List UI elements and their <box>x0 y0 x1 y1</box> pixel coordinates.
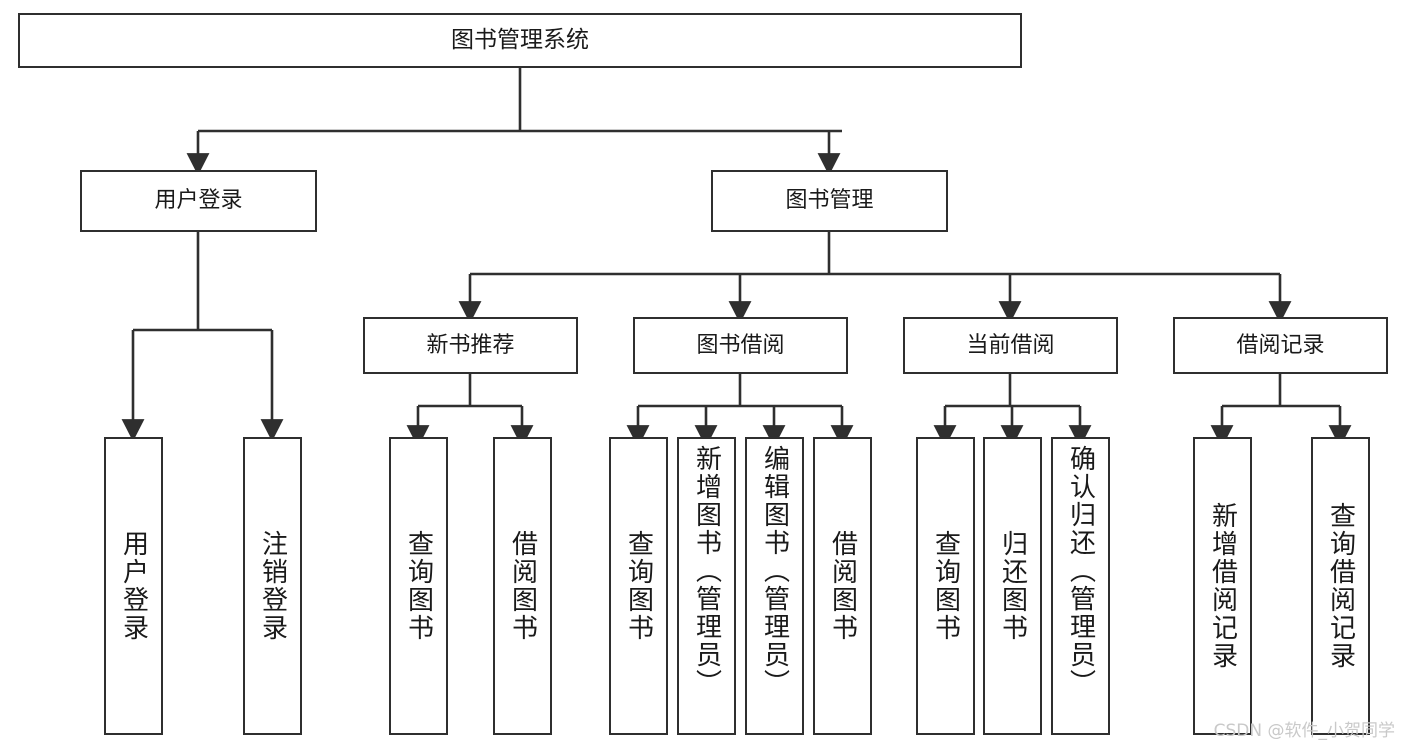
node-label: 编辑图书（管理员） <box>759 445 790 697</box>
node-current-borrow[interactable]: 当前借阅 <box>903 317 1118 374</box>
leaf-confirm-return-admin[interactable]: 确认归还（管理员） <box>1051 437 1110 735</box>
node-label: 确认归还（管理员） <box>1065 445 1096 697</box>
node-label: 图书管理系统 <box>451 26 589 53</box>
leaf-return-book[interactable]: 归还图书 <box>983 437 1042 735</box>
node-book-borrow[interactable]: 图书借阅 <box>633 317 848 374</box>
leaf-query-book-borrow[interactable]: 查询图书 <box>609 437 668 735</box>
leaf-borrow-book-recommend[interactable]: 借阅图书 <box>493 437 552 735</box>
node-label: 新增图书（管理员） <box>691 445 722 697</box>
leaf-user-login[interactable]: 用户登录 <box>104 437 163 735</box>
leaf-logout[interactable]: 注销登录 <box>243 437 302 735</box>
leaf-query-book-current[interactable]: 查询图书 <box>916 437 975 735</box>
node-label: 归还图书 <box>997 530 1028 642</box>
node-borrow-record[interactable]: 借阅记录 <box>1173 317 1388 374</box>
node-label: 借阅记录 <box>1236 332 1325 358</box>
node-label: 图书借阅 <box>696 332 785 358</box>
node-root-system[interactable]: 图书管理系统 <box>18 13 1022 68</box>
node-label: 借阅图书 <box>827 530 858 642</box>
leaf-add-borrow-record[interactable]: 新增借阅记录 <box>1193 437 1252 735</box>
leaf-borrow-book-borrow[interactable]: 借阅图书 <box>813 437 872 735</box>
node-label: 图书管理 <box>785 188 874 214</box>
leaf-query-book-recommend[interactable]: 查询图书 <box>389 437 448 735</box>
node-label: 用户登录 <box>118 530 149 642</box>
node-label: 新书推荐 <box>426 332 515 358</box>
node-label: 借阅图书 <box>507 530 538 642</box>
node-label: 查询借阅记录 <box>1325 502 1356 670</box>
leaf-query-borrow-record[interactable]: 查询借阅记录 <box>1311 437 1370 735</box>
node-label: 新增借阅记录 <box>1207 502 1238 670</box>
node-label: 查询图书 <box>930 530 961 642</box>
node-label: 用户登录 <box>154 188 243 214</box>
node-label: 查询图书 <box>623 530 654 642</box>
node-label: 当前借阅 <box>966 332 1055 358</box>
watermark-text: CSDN @软件_小贺同学 <box>1213 721 1395 741</box>
node-label: 查询图书 <box>403 530 434 642</box>
leaf-edit-book-admin[interactable]: 编辑图书（管理员） <box>745 437 804 735</box>
node-label: 注销登录 <box>257 530 288 642</box>
node-book-management[interactable]: 图书管理 <box>711 170 948 232</box>
node-user-login[interactable]: 用户登录 <box>80 170 317 232</box>
leaf-add-book-admin[interactable]: 新增图书（管理员） <box>677 437 736 735</box>
node-new-book-recommend[interactable]: 新书推荐 <box>363 317 578 374</box>
